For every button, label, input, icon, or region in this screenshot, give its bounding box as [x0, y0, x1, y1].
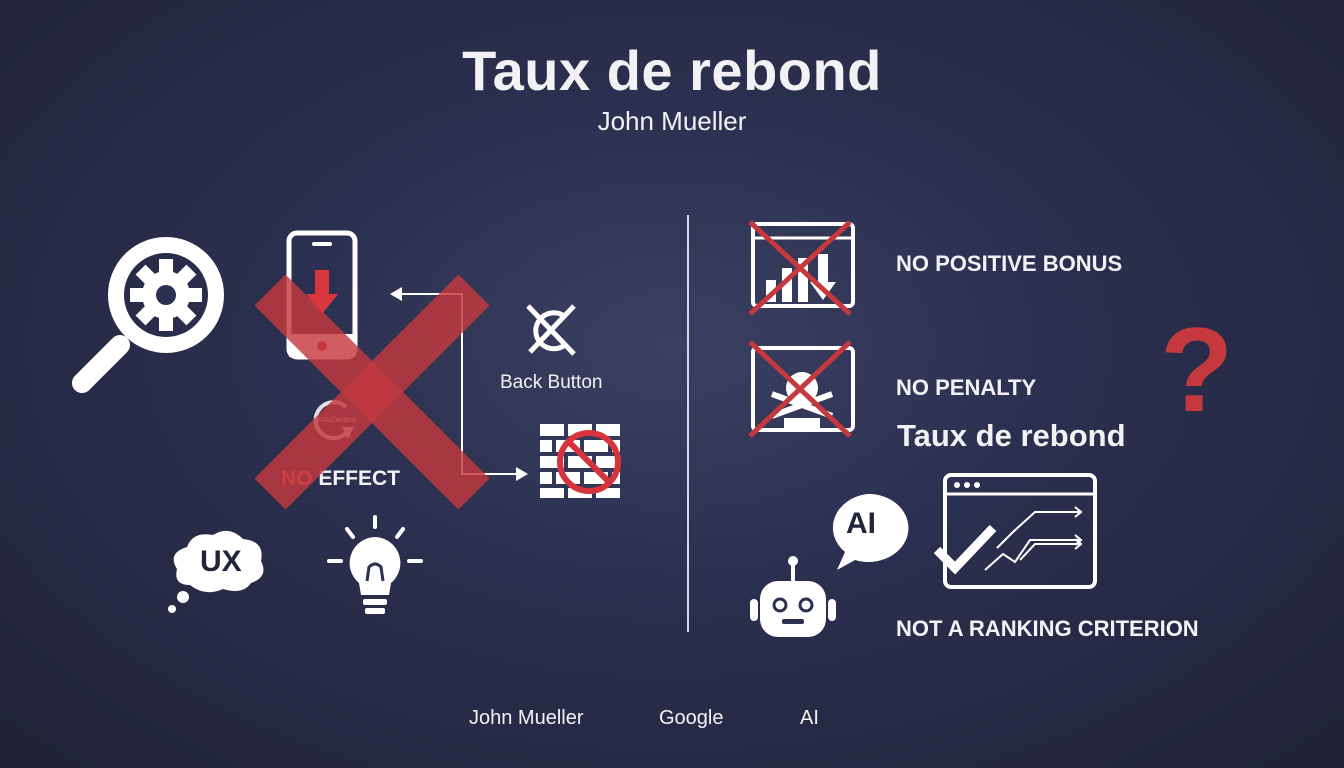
- ai-speech-bubble: [832, 493, 909, 570]
- penalty-crossed-icon: [748, 340, 855, 438]
- lightbulb-icon: [327, 515, 423, 614]
- footer-item-google: Google: [659, 707, 724, 729]
- blocked-wall-icon: [540, 424, 621, 498]
- footer-item-ai: AI: [800, 707, 819, 729]
- footer-item-john-mueller: John Mueller: [469, 707, 584, 729]
- search-gear-icon: [72, 237, 224, 393]
- analytics-window-icon: [933, 473, 1097, 589]
- bounce-rate-label: Taux de rebond: [897, 418, 1126, 453]
- robot-icon: [750, 556, 836, 637]
- question-mark: ?: [1160, 303, 1234, 437]
- ai-bubble-label: AI: [846, 507, 876, 540]
- chart-crossed-icon: [748, 220, 855, 316]
- back-button-icon: [526, 304, 576, 356]
- redirect-arrows: [390, 287, 528, 481]
- ux-thought-bubble: [168, 530, 264, 613]
- page-title: Taux de rebond: [462, 39, 882, 102]
- big-cross-icon: [254, 274, 490, 510]
- ranking-criterion-label: NOT A RANKING CRITERION: [896, 616, 1199, 641]
- ux-label: UX: [200, 545, 242, 578]
- page-subtitle: John Mueller: [597, 106, 747, 136]
- no-penalty-label: NO PENALTY: [896, 375, 1037, 400]
- back-button-label: Back Button: [500, 372, 603, 393]
- divider: [687, 215, 689, 632]
- no-positive-bonus-label: NO POSITIVE BONUS: [896, 251, 1123, 276]
